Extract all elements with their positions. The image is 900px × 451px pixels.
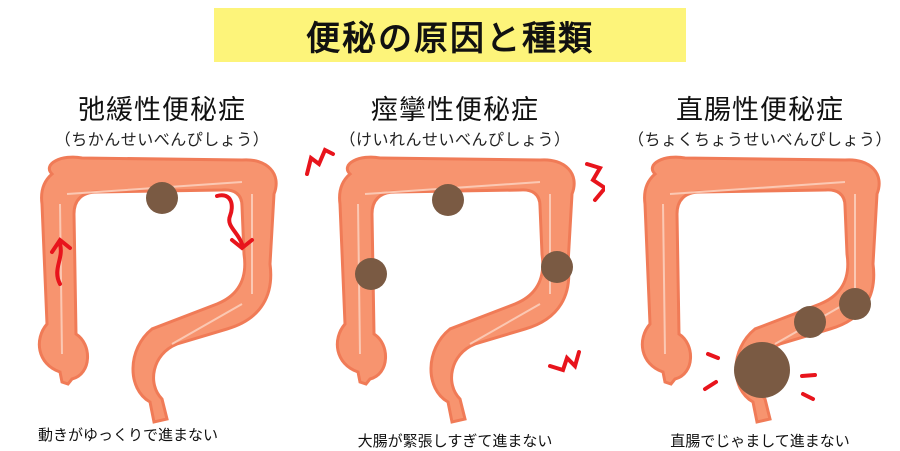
title-banner: 便秘の原因と種類 [214,8,686,62]
stool-icon [432,184,464,216]
arrow-up-icon [50,237,72,286]
spasm-mark-icon [548,350,581,373]
panel-atonic-constipation: 弛緩性便秘症 （ちかんせいべんぴしょう） 動きがゆっくりで進まない [12,86,312,450]
panel-caption: 直腸でじゃまして進まない [670,432,850,450]
stool-icon [839,288,871,320]
spasm-mark-icon [585,162,605,202]
spasm-mark-icon [305,147,335,176]
panel-rectal-constipation: 直腸性便秘症 （ちょくちょうせいべんぴしょう） 直腸でじゃまして進まない [610,86,900,450]
panel-reading: （けいれんせいべんぴしょう） [339,130,571,149]
panel-reading: （ちょくちょうせいべんぴしょう） [627,130,892,149]
colon-illustration [305,147,605,424]
stool-icon [794,306,826,338]
colon-illustration [640,155,881,424]
panel-caption: 大腸が緊張しすぎて進まない [357,432,553,450]
arrow-down-icon [215,193,254,251]
colon-illustration [37,155,278,424]
panel-spastic-constipation: 痙攣性便秘症 （けいれんせいべんぴしょう） 大腸が緊張しすぎて進まない [305,86,605,450]
large-stool-icon [734,342,790,398]
panel-caption: 動きがゆっくりで進まない [38,426,219,444]
stool-icon [541,251,573,283]
pressure-mark-icon [703,352,817,401]
colon-icon [640,155,881,424]
panel-reading: （ちかんせいべんぴしょう） [54,130,270,149]
stool-icon [146,182,178,214]
panel-title: 痙攣性便秘症 [371,95,539,126]
panel-title: 弛緩性便秘症 [78,95,246,126]
page-title: 便秘の原因と種類 [306,18,594,59]
stool-icon [355,258,387,290]
panel-title: 直腸性便秘症 [676,95,844,126]
